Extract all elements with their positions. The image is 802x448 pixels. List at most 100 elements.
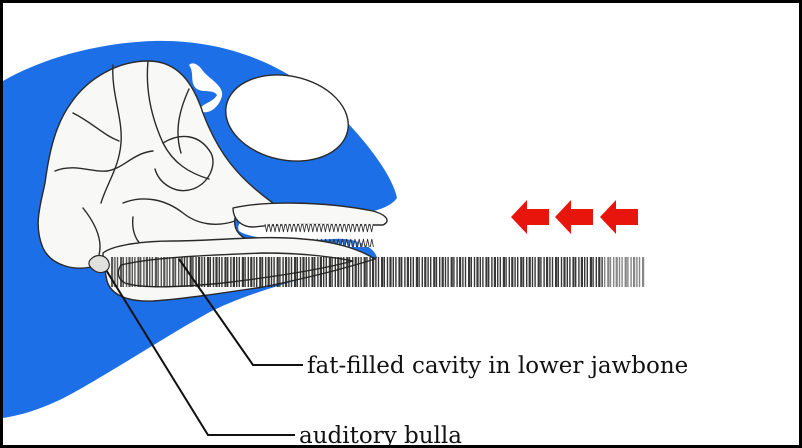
sound-wave-stripe bbox=[253, 257, 254, 287]
sound-wave-stripe bbox=[625, 257, 627, 287]
sound-wave-stripe bbox=[140, 257, 141, 287]
sound-wave-stripe bbox=[331, 257, 332, 287]
sound-wave-stripe bbox=[581, 257, 583, 287]
sound-wave-stripe bbox=[468, 257, 470, 287]
sound-wave-stripe bbox=[155, 257, 157, 287]
sound-wave-stripe bbox=[592, 257, 593, 287]
sound-wave-stripe bbox=[204, 257, 205, 287]
sound-wave-stripe bbox=[192, 257, 193, 287]
sound-wave-stripe bbox=[639, 257, 640, 287]
sound-wave-stripe bbox=[175, 257, 176, 287]
sound-wave-stripe bbox=[410, 257, 411, 287]
sound-wave-stripe bbox=[488, 257, 489, 287]
sound-wave-stripe bbox=[190, 257, 192, 287]
sound-wave-stripe bbox=[297, 257, 298, 287]
sound-wave-stripe bbox=[465, 257, 466, 287]
sound-wave-stripe bbox=[335, 257, 336, 287]
sound-wave-stripe bbox=[244, 257, 245, 287]
red-arrow-left-icon bbox=[511, 200, 549, 234]
sound-wave-stripe bbox=[146, 257, 148, 287]
sound-wave-stripe bbox=[378, 257, 379, 287]
sound-wave-band bbox=[111, 257, 644, 287]
sound-wave-stripe bbox=[340, 257, 341, 287]
sound-wave-stripe bbox=[302, 257, 304, 287]
sound-wave-stripe bbox=[262, 257, 263, 287]
tooth bbox=[341, 224, 344, 232]
sound-wave-stripe bbox=[485, 257, 487, 287]
sound-wave-stripe bbox=[323, 257, 324, 287]
sound-wave-stripe bbox=[343, 257, 344, 287]
sound-wave-stripe bbox=[372, 257, 374, 287]
sound-wave-stripe bbox=[514, 257, 515, 287]
sound-wave-stripe bbox=[288, 257, 289, 287]
sound-wave-stripe bbox=[511, 257, 513, 287]
sound-wave-stripe bbox=[349, 257, 350, 287]
tooth bbox=[294, 224, 297, 232]
sound-wave-stripe bbox=[132, 257, 133, 287]
sound-wave-stripe bbox=[163, 257, 165, 287]
sound-wave-stripe bbox=[416, 257, 418, 287]
sound-wave-stripe bbox=[352, 257, 353, 287]
tooth bbox=[336, 224, 339, 232]
sound-wave-stripe bbox=[224, 257, 226, 287]
sound-wave-stripe bbox=[381, 257, 383, 287]
sound-wave-stripe bbox=[126, 257, 127, 287]
sound-wave-stripe bbox=[621, 257, 622, 287]
sound-wave-stripe bbox=[534, 257, 535, 287]
tooth bbox=[324, 224, 327, 232]
tooth bbox=[290, 224, 293, 232]
sound-wave-stripe bbox=[526, 257, 527, 287]
sound-wave-stripe bbox=[598, 257, 600, 287]
tooth bbox=[362, 239, 365, 247]
sound-wave-stripe bbox=[248, 257, 249, 287]
tooth bbox=[358, 239, 361, 247]
sound-wave-stripe bbox=[596, 257, 597, 287]
sound-wave-stripe bbox=[358, 257, 359, 287]
sound-wave-stripe bbox=[590, 257, 592, 287]
sound-wave-stripe bbox=[259, 257, 261, 287]
sound-wave-stripe bbox=[604, 257, 605, 287]
sound-wave-stripe bbox=[265, 257, 266, 287]
sound-wave-stripe bbox=[584, 257, 585, 287]
tooth bbox=[303, 224, 306, 232]
tooth bbox=[353, 239, 356, 247]
sound-wave-stripe bbox=[459, 257, 461, 287]
tooth bbox=[307, 224, 310, 232]
sound-wave-stripe bbox=[236, 257, 237, 287]
sound-wave-stripe bbox=[471, 257, 472, 287]
sound-wave-stripe bbox=[552, 257, 553, 287]
sound-wave-stripe bbox=[503, 257, 505, 287]
sound-wave-stripe bbox=[157, 257, 158, 287]
sound-wave-stripe bbox=[128, 257, 130, 287]
sound-wave-stripe bbox=[346, 257, 348, 287]
sound-wave-stripe bbox=[563, 257, 565, 287]
tooth bbox=[278, 224, 281, 232]
sound-wave-stripe bbox=[613, 257, 614, 287]
tooth bbox=[282, 224, 285, 232]
tooth bbox=[349, 224, 352, 232]
sound-wave-stripe bbox=[523, 257, 524, 287]
tooth bbox=[315, 224, 318, 232]
sound-wave-stripe bbox=[320, 257, 322, 287]
sound-wave-stripe bbox=[137, 257, 139, 287]
sound-wave-stripe bbox=[306, 257, 307, 287]
sound-wave-stripe bbox=[285, 257, 287, 287]
sound-wave-stripe bbox=[404, 257, 405, 287]
sound-wave-stripe bbox=[161, 257, 162, 287]
tooth bbox=[299, 224, 302, 232]
sound-wave-stripe bbox=[366, 257, 367, 287]
sound-wave-stripe bbox=[422, 257, 423, 287]
sound-wave-stripe bbox=[520, 257, 522, 287]
sound-wave-stripe bbox=[569, 257, 570, 287]
sound-wave-stripe bbox=[219, 257, 220, 287]
tooth bbox=[362, 224, 365, 232]
sound-wave-stripe bbox=[230, 257, 231, 287]
tooth bbox=[320, 224, 323, 232]
sound-wave-stripe bbox=[178, 257, 179, 287]
sound-wave-stripe bbox=[532, 257, 533, 287]
sound-wave-stripe bbox=[578, 257, 579, 287]
sound-wave-stripe bbox=[424, 257, 426, 287]
sound-wave-stripe bbox=[401, 257, 402, 287]
sound-wave-stripe bbox=[256, 257, 257, 287]
